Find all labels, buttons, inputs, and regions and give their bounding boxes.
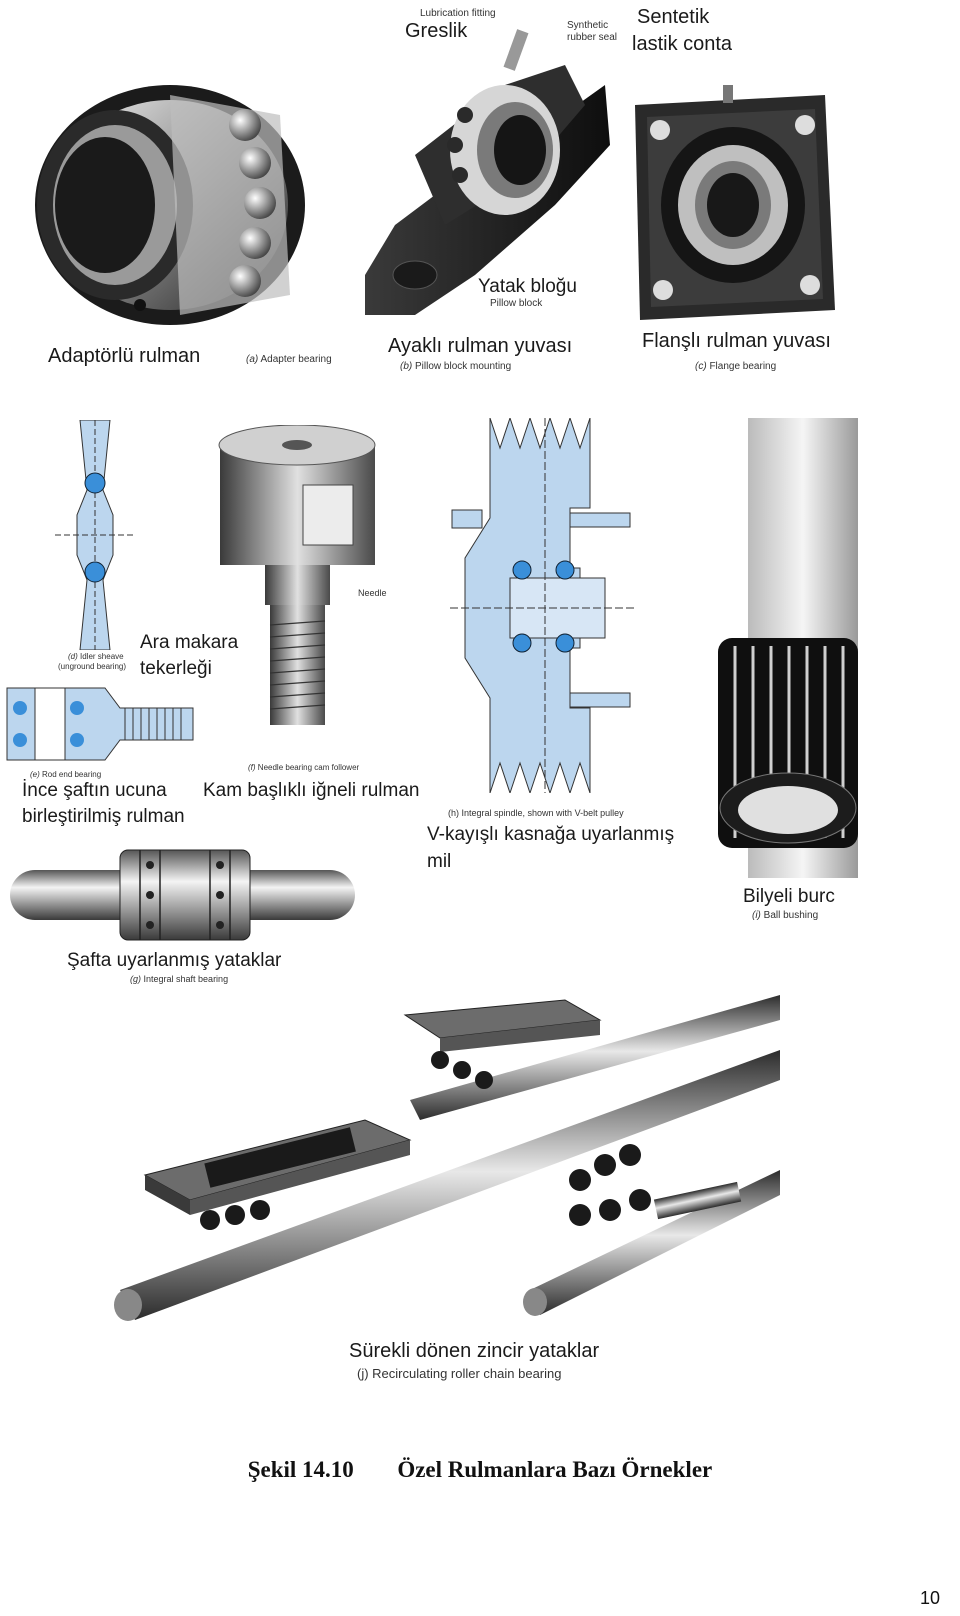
panel-d-caption-letter: (d) (68, 652, 78, 661)
adapter-bearing-illustration (35, 85, 305, 325)
cam-follower-illustration (218, 425, 376, 725)
panel-g-caption-letter: (g) (130, 974, 141, 984)
synthetic-seal-callout-line2: rubber seal (567, 32, 618, 43)
yatak-blogu-label: Yatak bloğu (478, 276, 577, 297)
panel-f-caption-letter: (f) (248, 763, 256, 772)
panel-i-caption-text: Ball bushing (763, 910, 819, 921)
idler-sheave-illustration (55, 420, 135, 650)
panel-b-label: Ayaklı rulman yuvası (388, 335, 573, 357)
panel-g-caption-text: Integral shaft bearing (143, 974, 229, 984)
panel-c-caption: (c) Flange bearing (695, 361, 776, 372)
panel-h-label-line1: V-kayışlı kasnağa uyarlanmış (427, 824, 675, 845)
panel-i-label: Bilyeli burc (743, 886, 835, 907)
panel-e-caption: (e) Rod end bearing (30, 770, 101, 779)
panel-g-caption: (g) Integral shaft bearing (130, 974, 228, 984)
panel-b-caption: (b) Pillow block mounting (400, 361, 511, 372)
sentetik-label-line2: lastik conta (632, 33, 733, 55)
panel-j-caption: (j) Recirculating roller chain bearing (357, 1366, 562, 1381)
panel-a-caption: (a) Adapter bearing (246, 354, 332, 365)
ball-bushing-illustration (718, 418, 858, 878)
panel-g-label: Şafta uyarlanmış yataklar (67, 950, 282, 971)
panel-e-label-line2: birleştirilmiş rulman (22, 806, 185, 827)
panel-f-label: Kam başlıklı iğneli rulman (203, 780, 420, 801)
panel-f-caption-text: Needle bearing cam follower (257, 763, 360, 772)
figure-number: Şekil 14.10 (247, 1457, 354, 1482)
roller-chain-bearing-illustration (114, 995, 780, 1321)
integral-shaft-bearing-illustration (10, 849, 355, 941)
panel-a-caption-letter: (a) (246, 354, 259, 365)
synthetic-seal-callout-line1: Synthetic (567, 20, 609, 31)
greslik-label: Greslik (405, 20, 468, 42)
sentetik-label-line1: Sentetik (637, 6, 710, 28)
panel-j-label: Sürekli dönen zincir yataklar (349, 1340, 600, 1362)
pillow-block-illustration (365, 29, 610, 315)
panel-a-caption-text: Adapter bearing (260, 354, 332, 365)
flange-bearing-illustration (635, 85, 835, 320)
panel-d-label-line2: tekerleği (140, 658, 212, 679)
panel-c-caption-text: Flange bearing (709, 361, 777, 372)
panel-e-label-line1: İnce şaftın ucuna (22, 780, 167, 801)
panel-b-caption-text: Pillow block mounting (415, 361, 512, 372)
panel-c-caption-letter: (c) (695, 361, 707, 372)
panel-d-caption-line2: (unground bearing) (58, 662, 127, 671)
panel-f-caption: (f) Needle bearing cam follower (248, 763, 359, 772)
panel-d-caption-text: Idler sheave (80, 652, 124, 661)
needle-callout: Needle (358, 588, 387, 598)
panel-e-caption-letter: (e) (30, 770, 40, 779)
panel-b-caption-letter: (b) (400, 361, 413, 372)
page-number: 10 (919, 1588, 940, 1608)
panel-h-caption: (h) Integral spindle, shown with V-belt … (448, 808, 624, 818)
panel-a-label: Adaptörlü rulman (48, 345, 201, 367)
panel-e-caption-text: Rod end bearing (42, 770, 102, 779)
integral-spindle-illustration (450, 418, 635, 793)
figure-title: Özel Rulmanlara Bazı Örnekler (397, 1457, 713, 1482)
panel-d-label-line1: Ara makara (140, 632, 239, 653)
panel-h-label-line2: mil (427, 851, 452, 872)
panel-i-caption: (i) Ball bushing (752, 910, 818, 921)
panel-c-label: Flanşlı rulman yuvası (642, 330, 831, 352)
lubrication-fitting-callout: Lubrication fitting (420, 8, 496, 19)
panel-i-caption-letter: (i) (752, 910, 761, 921)
rod-end-bearing-illustration (6, 687, 194, 761)
pillow-block-callout: Pillow block (490, 298, 543, 309)
figure-caption: Şekil 14.10 Özel Rulmanlara Bazı Örnekle… (0, 1457, 960, 1483)
panel-d-caption-line1: (d) Idler sheave (68, 652, 124, 661)
